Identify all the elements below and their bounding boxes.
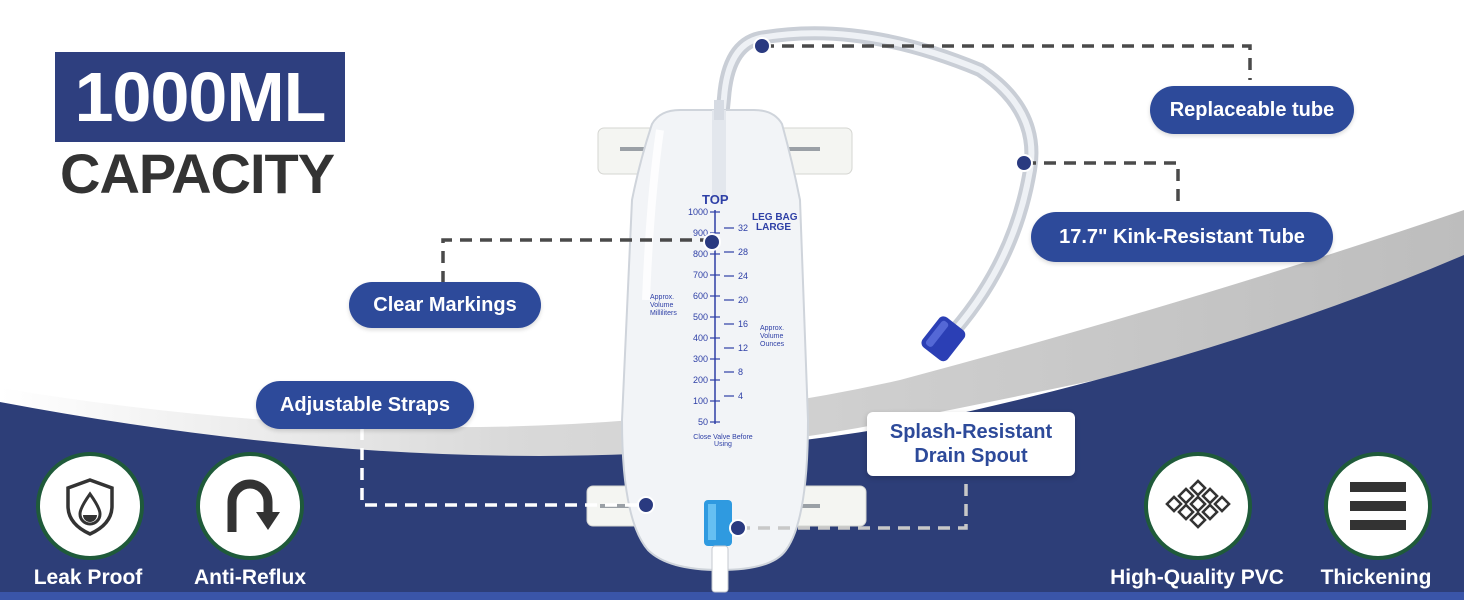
feature-anti-reflux [196, 452, 304, 560]
bag-type-line1: LEG BAG [752, 212, 798, 223]
bag-bottom-note: Close Valve Before Using [693, 434, 753, 448]
callout-kink-resistant-tube: 17.7" Kink-Resistant Tube [1031, 212, 1333, 262]
bag-ml-label: Approx. Volume Milliliters [650, 294, 677, 317]
bag-type-line2: LARGE [756, 222, 791, 233]
capacity-headline: 1000ML [55, 52, 345, 142]
feature-label-anti-reflux: Anti-Reflux [194, 566, 306, 589]
navy-band [0, 255, 1464, 600]
feature-label-thickening: Thickening [1320, 566, 1432, 589]
callout-replaceable-tube: Replaceable tube [1150, 86, 1354, 134]
diamond-grid-icon [1165, 479, 1231, 529]
splash-line2: Drain Spout [914, 445, 1028, 467]
shield-drop-icon [66, 478, 114, 536]
bag-oz-label: Approx. Volume Ounces [760, 325, 785, 348]
callout-clear-markings: Clear Markings [349, 282, 541, 328]
callout-splash-resistant-spout: Splash-Resistant Drain Spout [867, 412, 1075, 476]
bag-top-label: TOP [702, 192, 729, 207]
feature-leak-proof [36, 452, 144, 560]
feature-label-high-quality-pvc: High-Quality PVC [1110, 566, 1284, 589]
feature-high-quality-pvc [1144, 452, 1252, 560]
layers-icon [1350, 482, 1406, 530]
callout-adjustable-straps: Adjustable Straps [256, 381, 474, 429]
u-turn-arrow-icon [227, 479, 280, 532]
feature-label-leak-proof: Leak Proof [33, 566, 143, 589]
capacity-subtitle: CAPACITY [60, 142, 335, 205]
splash-line1: Splash-Resistant [889, 421, 1053, 443]
feature-thickening [1324, 452, 1432, 560]
